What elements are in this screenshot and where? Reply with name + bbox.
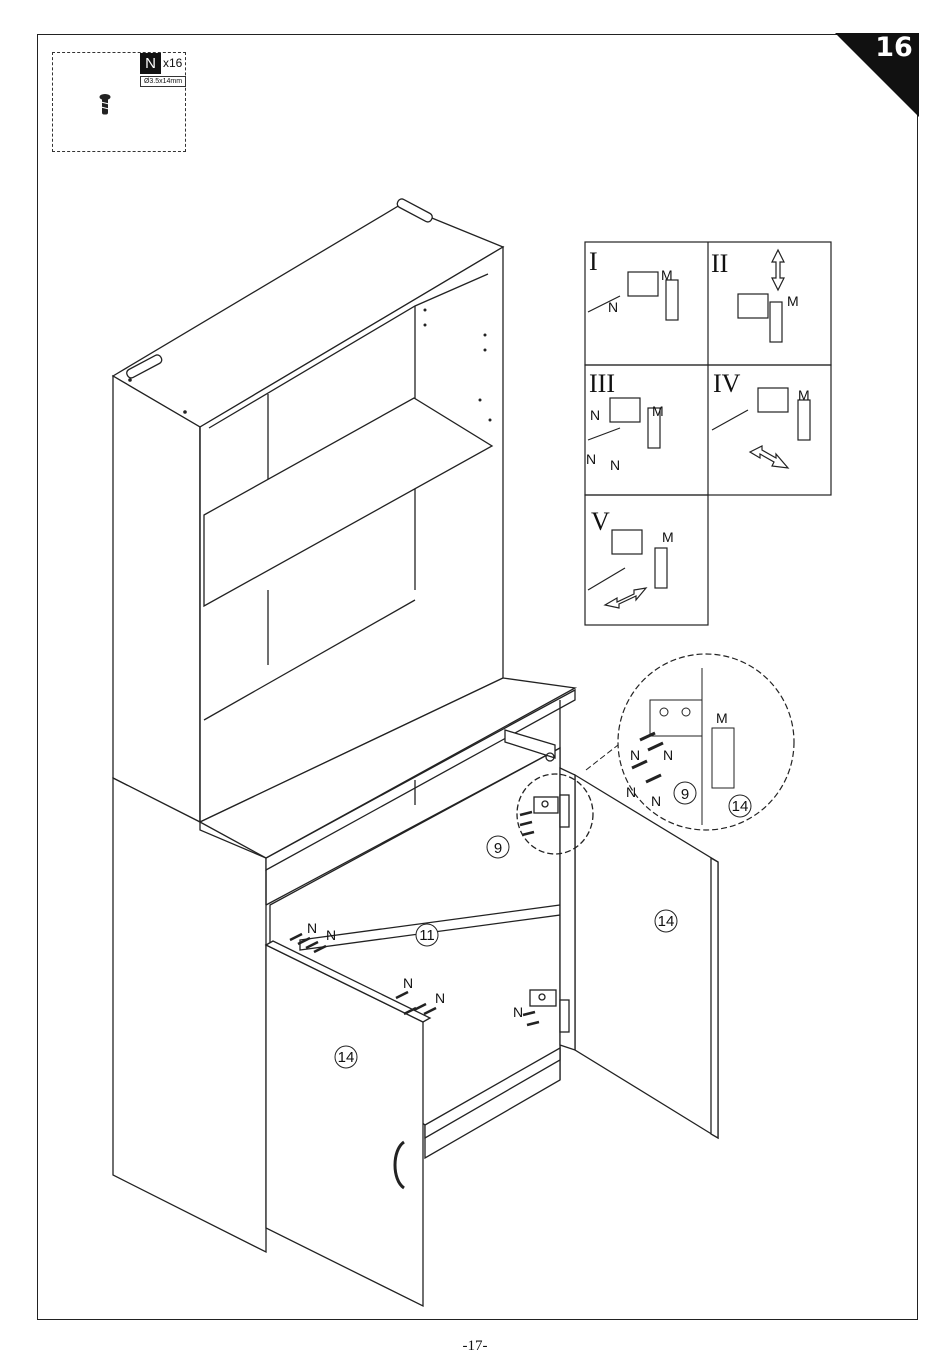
hinge-lower [529,989,570,1033]
callout-label-m: M [716,710,728,726]
step-corner-badge [835,33,919,117]
part-9-label: 9 [494,840,502,857]
screw-label-2: N [326,927,336,943]
callout-part-9: 9 [681,786,689,803]
panel-3-label-n2: N [586,451,596,467]
panel-3-label-n1: N [590,407,600,423]
part-11-label: 11 [419,927,435,944]
part-9-circle [486,835,510,859]
part-14-right-label: 14 [658,913,675,930]
page-number: -17- [462,1338,488,1354]
hinge-upper [533,794,570,828]
panel-1-label-n: N [608,299,618,315]
panel-1-label-m: M [661,267,673,283]
panel-3-label-m: M [652,403,664,419]
callout-part-14-circle [728,794,752,818]
panel-4-label-m: M [798,387,810,403]
part-14-left-circle [334,1045,358,1069]
panel-2-numeral: II [711,249,728,278]
callout-label-n2: N [663,747,673,763]
part-14-right-circle [654,909,678,933]
callout-part-9-circle [673,781,697,805]
screw-label-4: N [435,990,445,1006]
screw-icon [99,94,111,115]
part-11-circle [415,923,439,947]
part-letter: N [140,53,161,74]
panel-5-numeral: V [591,507,610,536]
callout-label-n1: N [630,747,640,763]
panel-4-numeral: IV [713,369,741,398]
part-14-left-label: 14 [338,1049,355,1066]
callout-label-n4: N [651,793,661,809]
panel-1-numeral: I [589,247,598,276]
panel-2-label-m: M [787,293,799,309]
screw-label-3: N [403,975,413,991]
hinge-callout [585,653,795,831]
page-frame [37,34,918,1320]
detail-grid [584,241,832,626]
parts-box [52,52,186,152]
part-size: Ø3.5x14mm [140,76,186,87]
callout-part-14: 14 [732,798,749,815]
callout-label-n3: N [626,784,636,800]
part-quantity: x16 [163,56,183,70]
step-number: 16 [875,32,913,63]
panel-3-label-n3: N [610,457,620,473]
screws-main [289,810,540,1027]
detail-hinges [587,248,811,609]
panel-3-numeral: III [589,369,615,398]
screw-label-5: N [513,1004,523,1020]
screw-label-1: N [307,920,317,936]
panel-5-label-m: M [662,529,674,545]
